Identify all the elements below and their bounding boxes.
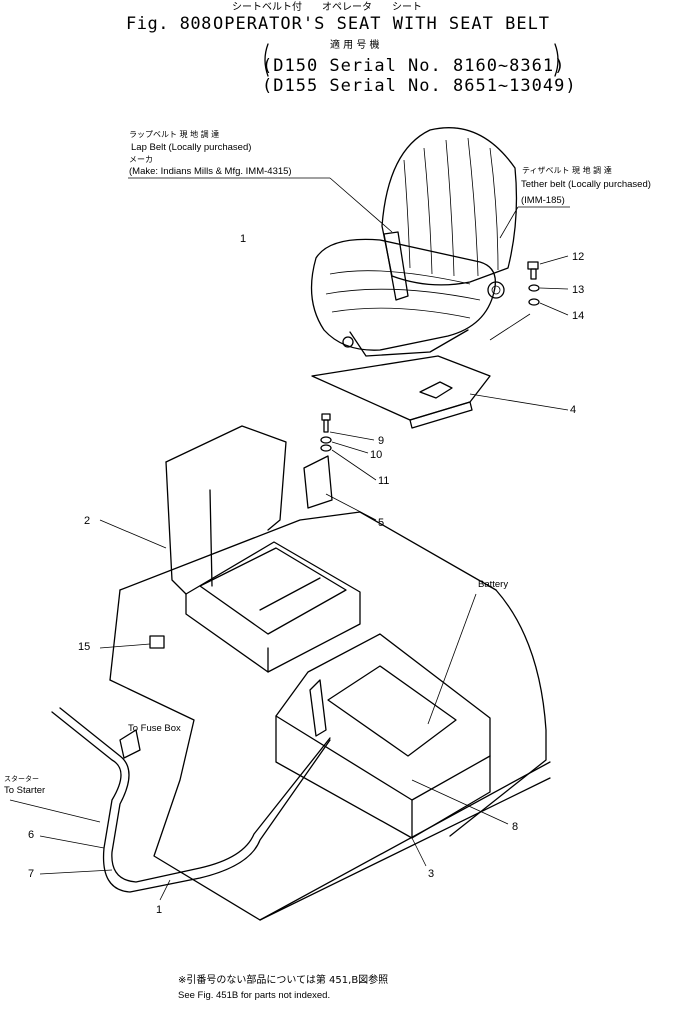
part-number-4: 4 (570, 404, 577, 416)
part-number-6: 6 (28, 829, 35, 841)
lap-belt-label: Lap Belt (Locally purchased) (131, 142, 252, 153)
page-title: OPERATOR'S SEAT WITH SEAT BELT (213, 14, 551, 34)
tether-belt-part: (IMM-185) (521, 195, 565, 206)
washer-13 (528, 284, 569, 292)
seat-box (99, 425, 361, 673)
plate-15 (99, 635, 165, 649)
part-number-10: 10 (370, 449, 383, 461)
part-number-13: 13 (572, 284, 585, 296)
tether-belt-leader (499, 206, 570, 239)
figure-label: Fig. 808 (126, 14, 212, 34)
part-number-2: 2 (84, 515, 91, 527)
applicable-models-label: 適 用 号 機 (330, 40, 380, 51)
footer-note-jp: ※引番号のない部品については第 451,B図参照 (178, 975, 389, 986)
maker-label-jp: メーカ (129, 155, 153, 164)
bracket-right (554, 43, 559, 77)
tether-belt-label: Tether belt (Locally purchased) (521, 179, 651, 190)
bolt-9 (321, 413, 375, 441)
part-number-1: 1 (240, 233, 247, 245)
bolt-12 (527, 255, 569, 280)
frame-outline (109, 511, 551, 921)
starter-label: To Starter (4, 785, 46, 796)
part-number-9: 9 (378, 435, 385, 447)
part-number-5: 5 (378, 517, 385, 529)
serial-range-d155: (D155 Serial No. 8651~13049) (262, 76, 577, 96)
tether-belt-label-jp: ティザベルト 現 地 調 達 (522, 166, 612, 175)
fuse-box-label: To Fuse Box (128, 723, 181, 734)
operator-seat (310, 127, 518, 357)
washer-10 (320, 436, 369, 454)
battery-label: Battery (478, 579, 509, 590)
part-number-12: 12 (572, 251, 585, 263)
battery-box (275, 593, 491, 867)
bracket-left (264, 43, 269, 77)
part-number-3: 3 (428, 868, 435, 880)
maker-label: (Make: Indians Mills & Mfg. IMM-4315) (129, 166, 292, 177)
part-number-7: 7 (28, 868, 35, 880)
part-number-8: 8 (512, 821, 519, 833)
washer-14 (528, 298, 569, 316)
serial-range-d150: (D150 Serial No. 8160~8361) (262, 56, 566, 76)
japanese-title: シートベルト付 オペレータ シート (232, 2, 422, 13)
part-number-1-cable: 1 (156, 904, 163, 916)
part-number-11: 11 (378, 475, 390, 487)
seat-mounting-plate (311, 313, 569, 429)
battery-cables (9, 707, 509, 901)
bracket-5 (303, 455, 377, 521)
part-number-14: 14 (572, 310, 585, 322)
part-number-15: 15 (78, 641, 91, 653)
lap-belt-leader (128, 177, 393, 233)
footer-note: See Fig. 451B for parts not indexed. (178, 990, 331, 1001)
lap-belt-label-jp: ラップベルト 現 地 調 達 (129, 130, 220, 139)
washer-11 (320, 444, 377, 481)
starter-label-jp: スターター (4, 775, 39, 783)
